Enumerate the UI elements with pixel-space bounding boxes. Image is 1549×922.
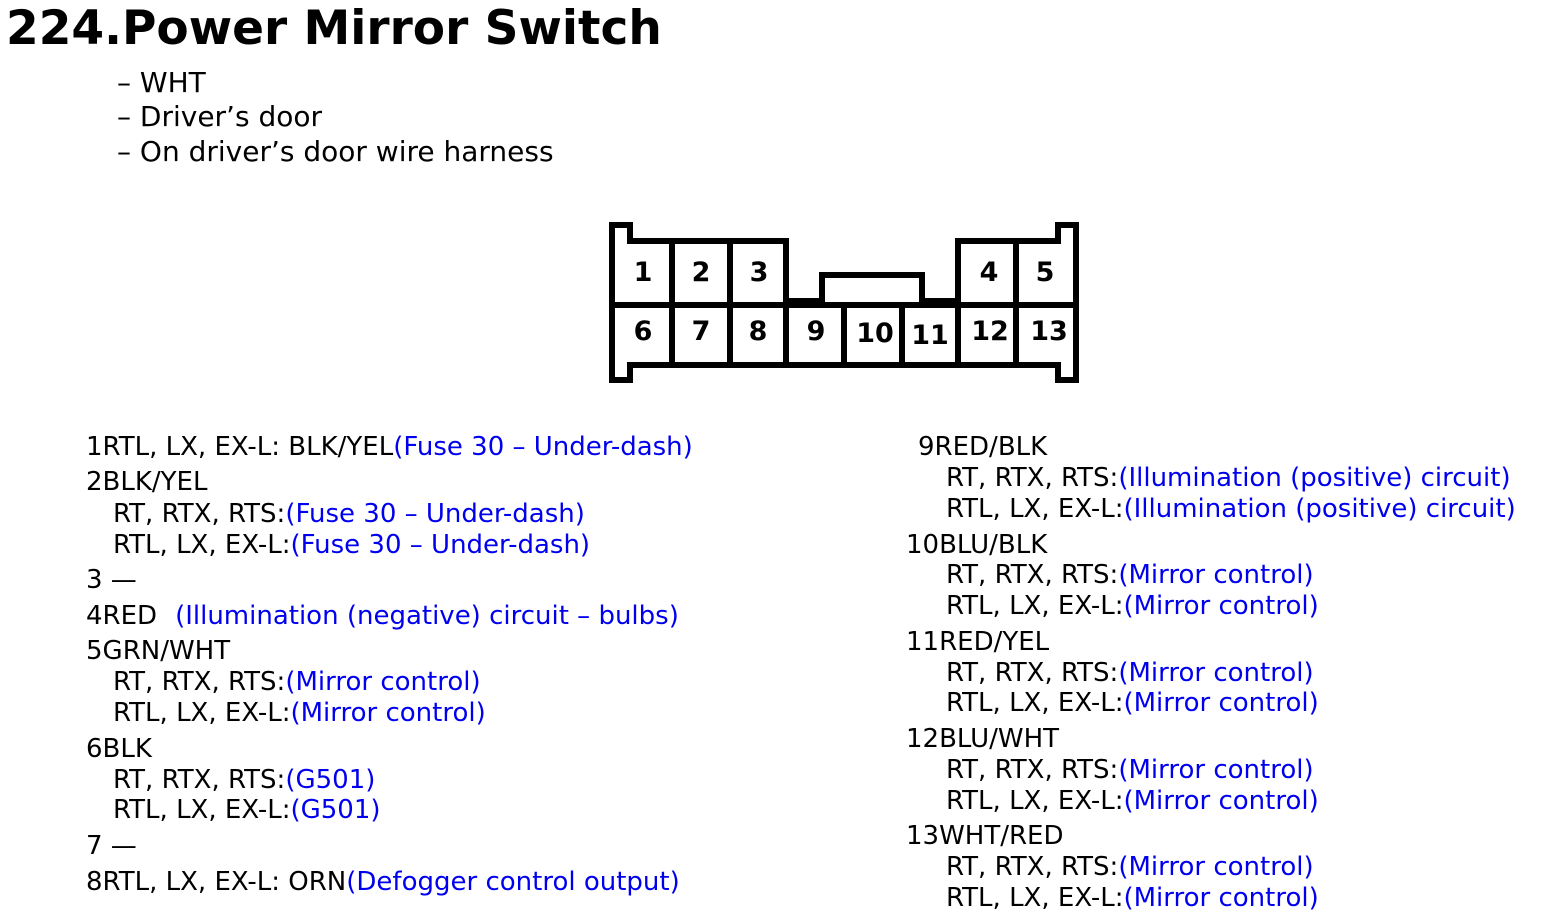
page-title: 224.Power Mirror Switch bbox=[6, 1, 662, 56]
variant-note: (Mirror control) bbox=[1118, 658, 1314, 688]
pin-12-variant-rtl: RTL, LX, EX-L:(Mirror control) bbox=[946, 786, 1319, 817]
pin-8-note: (Defogger control output) bbox=[346, 867, 680, 897]
variant-label: RT, RTX, RTS: bbox=[113, 667, 286, 697]
pin-4-note: (Illumination (negative) circuit – bulbs… bbox=[175, 601, 679, 631]
connector-harness-info: – On driver’s door wire harness bbox=[117, 135, 554, 168]
pin-2-variant-rtl: RTL, LX, EX-L:(Fuse 30 – Under-dash) bbox=[113, 530, 590, 561]
pin-1-entry: 1RTL, LX, EX-L: BLK/YEL(Fuse 30 – Under-… bbox=[86, 432, 693, 463]
connector-face-diagram: 1 2 3 4 5 6 7 8 9 10 11 12 13 bbox=[600, 215, 1090, 390]
pin-10-label: 10 bbox=[856, 318, 894, 349]
pin-10-variant-rtl: RTL, LX, EX-L:(Mirror control) bbox=[946, 591, 1319, 622]
pin-11-variant-rt: RT, RTX, RTS:(Mirror control) bbox=[946, 658, 1314, 689]
pin-6-entry: 6BLK bbox=[86, 734, 152, 765]
variant-label: RTL, LX, EX-L: bbox=[946, 786, 1124, 816]
pin-13-label: 13 bbox=[1030, 316, 1068, 347]
variant-note: (Illumination (positive) circuit) bbox=[1118, 463, 1511, 493]
pin-2-wire: 2BLK/YEL bbox=[86, 467, 208, 497]
pin-1-note: (Fuse 30 – Under-dash) bbox=[393, 432, 693, 462]
variant-label: RTL, LX, EX-L: bbox=[113, 530, 291, 560]
pin-3-label: 3 bbox=[750, 257, 769, 288]
connector-location-info: – Driver’s door bbox=[117, 100, 322, 133]
pin-8-label: 8 bbox=[749, 316, 768, 347]
variant-note: (Mirror control) bbox=[1123, 786, 1319, 816]
pin-6-wire: 6BLK bbox=[86, 734, 152, 764]
pin-9-label: 9 bbox=[807, 316, 826, 347]
variant-label: RT, RTX, RTS: bbox=[113, 499, 286, 529]
pin-5-label: 5 bbox=[1036, 257, 1055, 288]
pin-4-wire: 4RED bbox=[86, 601, 158, 631]
variant-label: RT, RTX, RTS: bbox=[946, 560, 1119, 590]
pin-9-wire: 9RED/BLK bbox=[918, 432, 1048, 462]
variant-note: (Mirror control) bbox=[290, 698, 486, 728]
pin-7-wire: 7 — bbox=[86, 831, 137, 861]
variant-note: (Mirror control) bbox=[1118, 852, 1314, 882]
variant-note: (Mirror control) bbox=[285, 667, 481, 697]
pin-11-label: 11 bbox=[911, 320, 949, 351]
pin-12-wire: 12BLU/WHT bbox=[906, 724, 1060, 754]
pin-5-entry: 5GRN/WHT bbox=[86, 636, 230, 667]
pin-4-label: 4 bbox=[980, 257, 999, 288]
pin-10-wire: 10BLU/BLK bbox=[906, 530, 1048, 560]
variant-label: RTL, LX, EX-L: bbox=[113, 698, 291, 728]
pin-10-variant-rt: RT, RTX, RTS:(Mirror control) bbox=[946, 560, 1314, 591]
pin-9-entry: 9RED/BLK bbox=[918, 432, 1047, 463]
pin-2-entry: 2BLK/YEL bbox=[86, 467, 207, 498]
pin-11-entry: 11RED/YEL bbox=[906, 627, 1049, 658]
variant-note: (Mirror control) bbox=[1118, 755, 1314, 785]
variant-label: RT, RTX, RTS: bbox=[946, 852, 1119, 882]
variant-label: RTL, LX, EX-L: bbox=[113, 795, 291, 825]
pin-9-variant-rtl: RTL, LX, EX-L:(Illumination (positive) c… bbox=[946, 494, 1516, 525]
pin-11-variant-rtl: RTL, LX, EX-L:(Mirror control) bbox=[946, 688, 1319, 719]
variant-note: (G501) bbox=[290, 795, 381, 825]
pin-13-variant-rtl: RTL, LX, EX-L:(Mirror control) bbox=[946, 883, 1319, 914]
pin-10-entry: 10BLU/BLK bbox=[906, 530, 1047, 561]
pin-1-wire: 1RTL, LX, EX-L: BLK/YEL bbox=[86, 432, 394, 462]
pin-8-entry: 8RTL, LX, EX-L: ORN(Defogger control out… bbox=[86, 867, 680, 898]
pin-7-entry: 7 — bbox=[86, 831, 137, 862]
pin-6-label: 6 bbox=[634, 316, 653, 347]
pin-5-variant-rt: RT, RTX, RTS:(Mirror control) bbox=[113, 667, 481, 698]
variant-label: RT, RTX, RTS: bbox=[946, 463, 1119, 493]
variant-label: RTL, LX, EX-L: bbox=[946, 494, 1124, 524]
pin-13-entry: 13WHT/RED bbox=[906, 821, 1064, 852]
pin-1-label: 1 bbox=[634, 257, 653, 288]
pin-9-variant-rt: RT, RTX, RTS:(Illumination (positive) ci… bbox=[946, 463, 1511, 494]
pin-13-wire: 13WHT/RED bbox=[906, 821, 1064, 851]
pin-11-wire: 11RED/YEL bbox=[906, 627, 1050, 657]
variant-note: (Mirror control) bbox=[1123, 591, 1319, 621]
pin-13-variant-rt: RT, RTX, RTS:(Mirror control) bbox=[946, 852, 1314, 883]
variant-note: (Mirror control) bbox=[1118, 560, 1314, 590]
pin-3-entry: 3 — bbox=[86, 565, 137, 596]
pin-5-wire: 5GRN/WHT bbox=[86, 636, 231, 666]
variant-note: (Mirror control) bbox=[1123, 883, 1319, 913]
variant-label: RT, RTX, RTS: bbox=[946, 658, 1119, 688]
variant-label: RTL, LX, EX-L: bbox=[946, 688, 1124, 718]
pin-4-entry: 4RED (Illumination (negative) circuit – b… bbox=[86, 601, 679, 632]
pin-12-entry: 12BLU/WHT bbox=[906, 724, 1059, 755]
variant-label: RT, RTX, RTS: bbox=[113, 765, 286, 795]
variant-note: (Fuse 30 – Under-dash) bbox=[285, 499, 585, 529]
pin-6-variant-rtl: RTL, LX, EX-L:(G501) bbox=[113, 795, 381, 826]
connector-color-info: – WHT bbox=[117, 66, 206, 99]
variant-note: (Illumination (positive) circuit) bbox=[1123, 494, 1516, 524]
variant-note: (Fuse 30 – Under-dash) bbox=[290, 530, 591, 560]
variant-note: (G501) bbox=[285, 765, 376, 795]
connector-housing bbox=[609, 222, 1079, 383]
variant-note: (Mirror control) bbox=[1123, 688, 1319, 718]
pin-2-variant-rt: RT, RTX, RTS:(Fuse 30 – Under-dash) bbox=[113, 499, 585, 530]
pin-7-label: 7 bbox=[692, 316, 711, 347]
pin-12-variant-rt: RT, RTX, RTS:(Mirror control) bbox=[946, 755, 1314, 786]
variant-label: RTL, LX, EX-L: bbox=[946, 591, 1124, 621]
pin-3-wire: 3 — bbox=[86, 565, 137, 595]
pin-12-label: 12 bbox=[971, 316, 1009, 347]
pin-2-label: 2 bbox=[692, 257, 711, 288]
variant-label: RTL, LX, EX-L: bbox=[946, 883, 1124, 913]
pin-6-variant-rt: RT, RTX, RTS:(G501) bbox=[113, 765, 375, 796]
variant-label: RT, RTX, RTS: bbox=[946, 755, 1119, 785]
pin-8-wire: 8RTL, LX, EX-L: ORN bbox=[86, 867, 347, 897]
pin-5-variant-rtl: RTL, LX, EX-L:(Mirror control) bbox=[113, 698, 486, 729]
